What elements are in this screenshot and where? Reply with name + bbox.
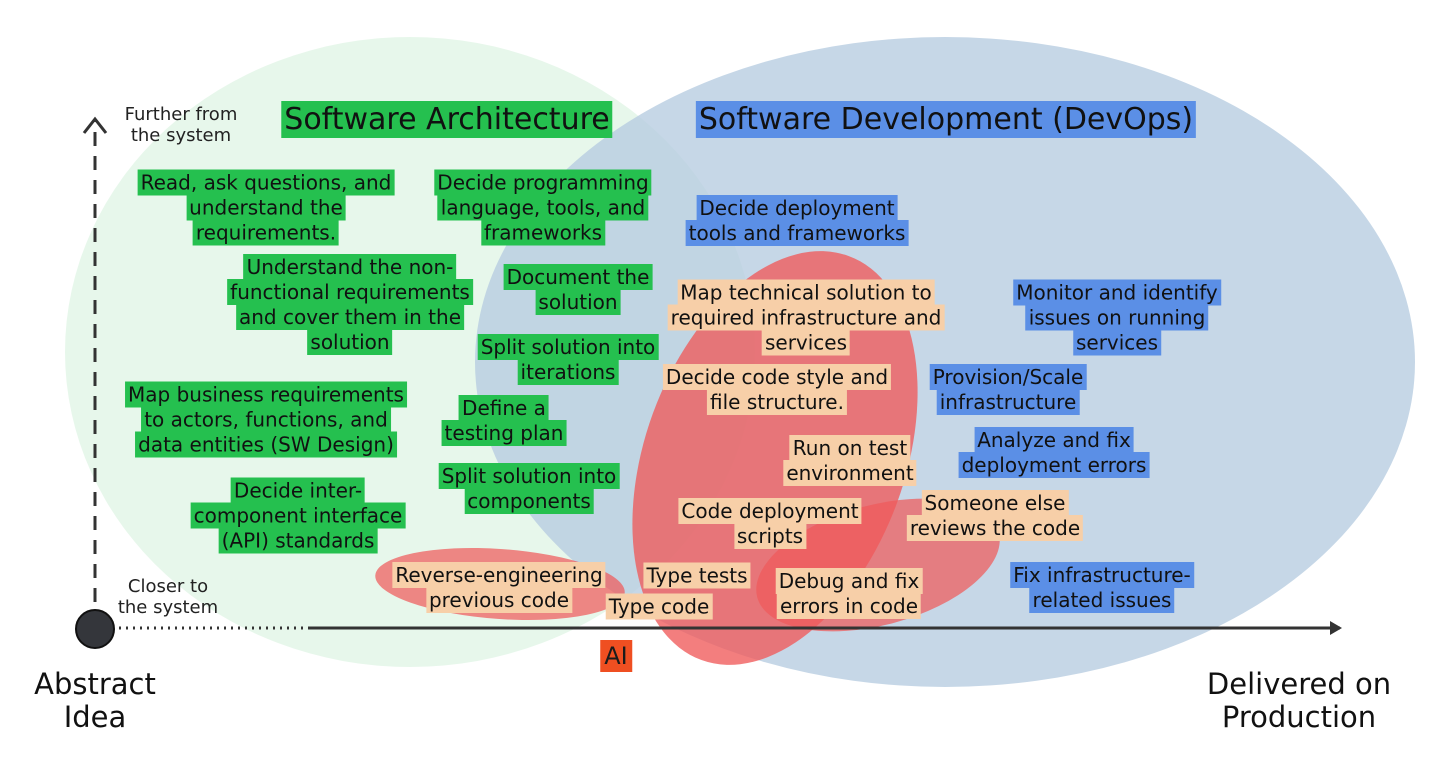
architecture-item-map-business: Map business requirements to actors, fun…	[125, 381, 407, 458]
y-axis-bottom-label: Closer to the system	[117, 576, 219, 618]
y-axis-arrowhead	[82, 116, 108, 134]
development-item-infrastructure-issues: Fix infrastructure- related issues	[1010, 562, 1194, 613]
ai-item-map-infrastructure: Map technical solution to required infra…	[667, 279, 945, 356]
architecture-item-read-requirements: Read, ask questions, and understand the …	[137, 169, 395, 246]
ai-item-type-code: Type code	[605, 593, 713, 620]
architecture-item-decide-language: Decide programming language, tools, and …	[434, 169, 652, 246]
architecture-title: Software Architecture	[281, 101, 613, 138]
ai-item-code-style: Decide code style and file structure.	[662, 364, 892, 415]
architecture-item-nonfunctional: Understand the non- functional requireme…	[227, 254, 473, 355]
origin-dot	[75, 609, 115, 649]
architecture-item-split-components: Split solution into components	[438, 463, 620, 514]
architecture-item-document-solution: Document the solution	[503, 264, 653, 315]
architecture-item-split-iterations: Split solution into iterations	[477, 334, 659, 385]
ai-label: AI	[600, 640, 632, 672]
architecture-item-api-standards: Decide inter- component interface (API) …	[190, 477, 406, 554]
development-item-deployment-tools: Decide deployment tools and frameworks	[685, 195, 909, 246]
ai-item-code-review: Someone else reviews the code	[906, 490, 1084, 541]
x-axis-left-label: Abstract Idea	[34, 667, 156, 734]
development-item-deployment-errors: Analyze and fix deployment errors	[958, 427, 1150, 478]
architecture-item-testing-plan: Define a testing plan	[441, 395, 567, 446]
ai-item-debug-errors: Debug and fix errors in code	[775, 568, 923, 619]
ai-item-reverse-engineering: Reverse-engineering previous code	[392, 562, 606, 613]
ai-item-deployment-scripts: Code deployment scripts	[678, 498, 862, 549]
ai-item-test-environment: Run on test environment	[783, 435, 917, 486]
ai-item-type-tests: Type tests	[643, 562, 751, 589]
development-item-provision: Provision/Scale infrastructure	[929, 364, 1087, 415]
x-axis-right-label: Delivered on Production	[1206, 667, 1392, 734]
development-title: Software Development (DevOps)	[695, 101, 1197, 138]
y-axis-top-label: Further from the system	[124, 104, 238, 146]
development-item-monitor: Monitor and identify issues on running s…	[1013, 279, 1221, 356]
